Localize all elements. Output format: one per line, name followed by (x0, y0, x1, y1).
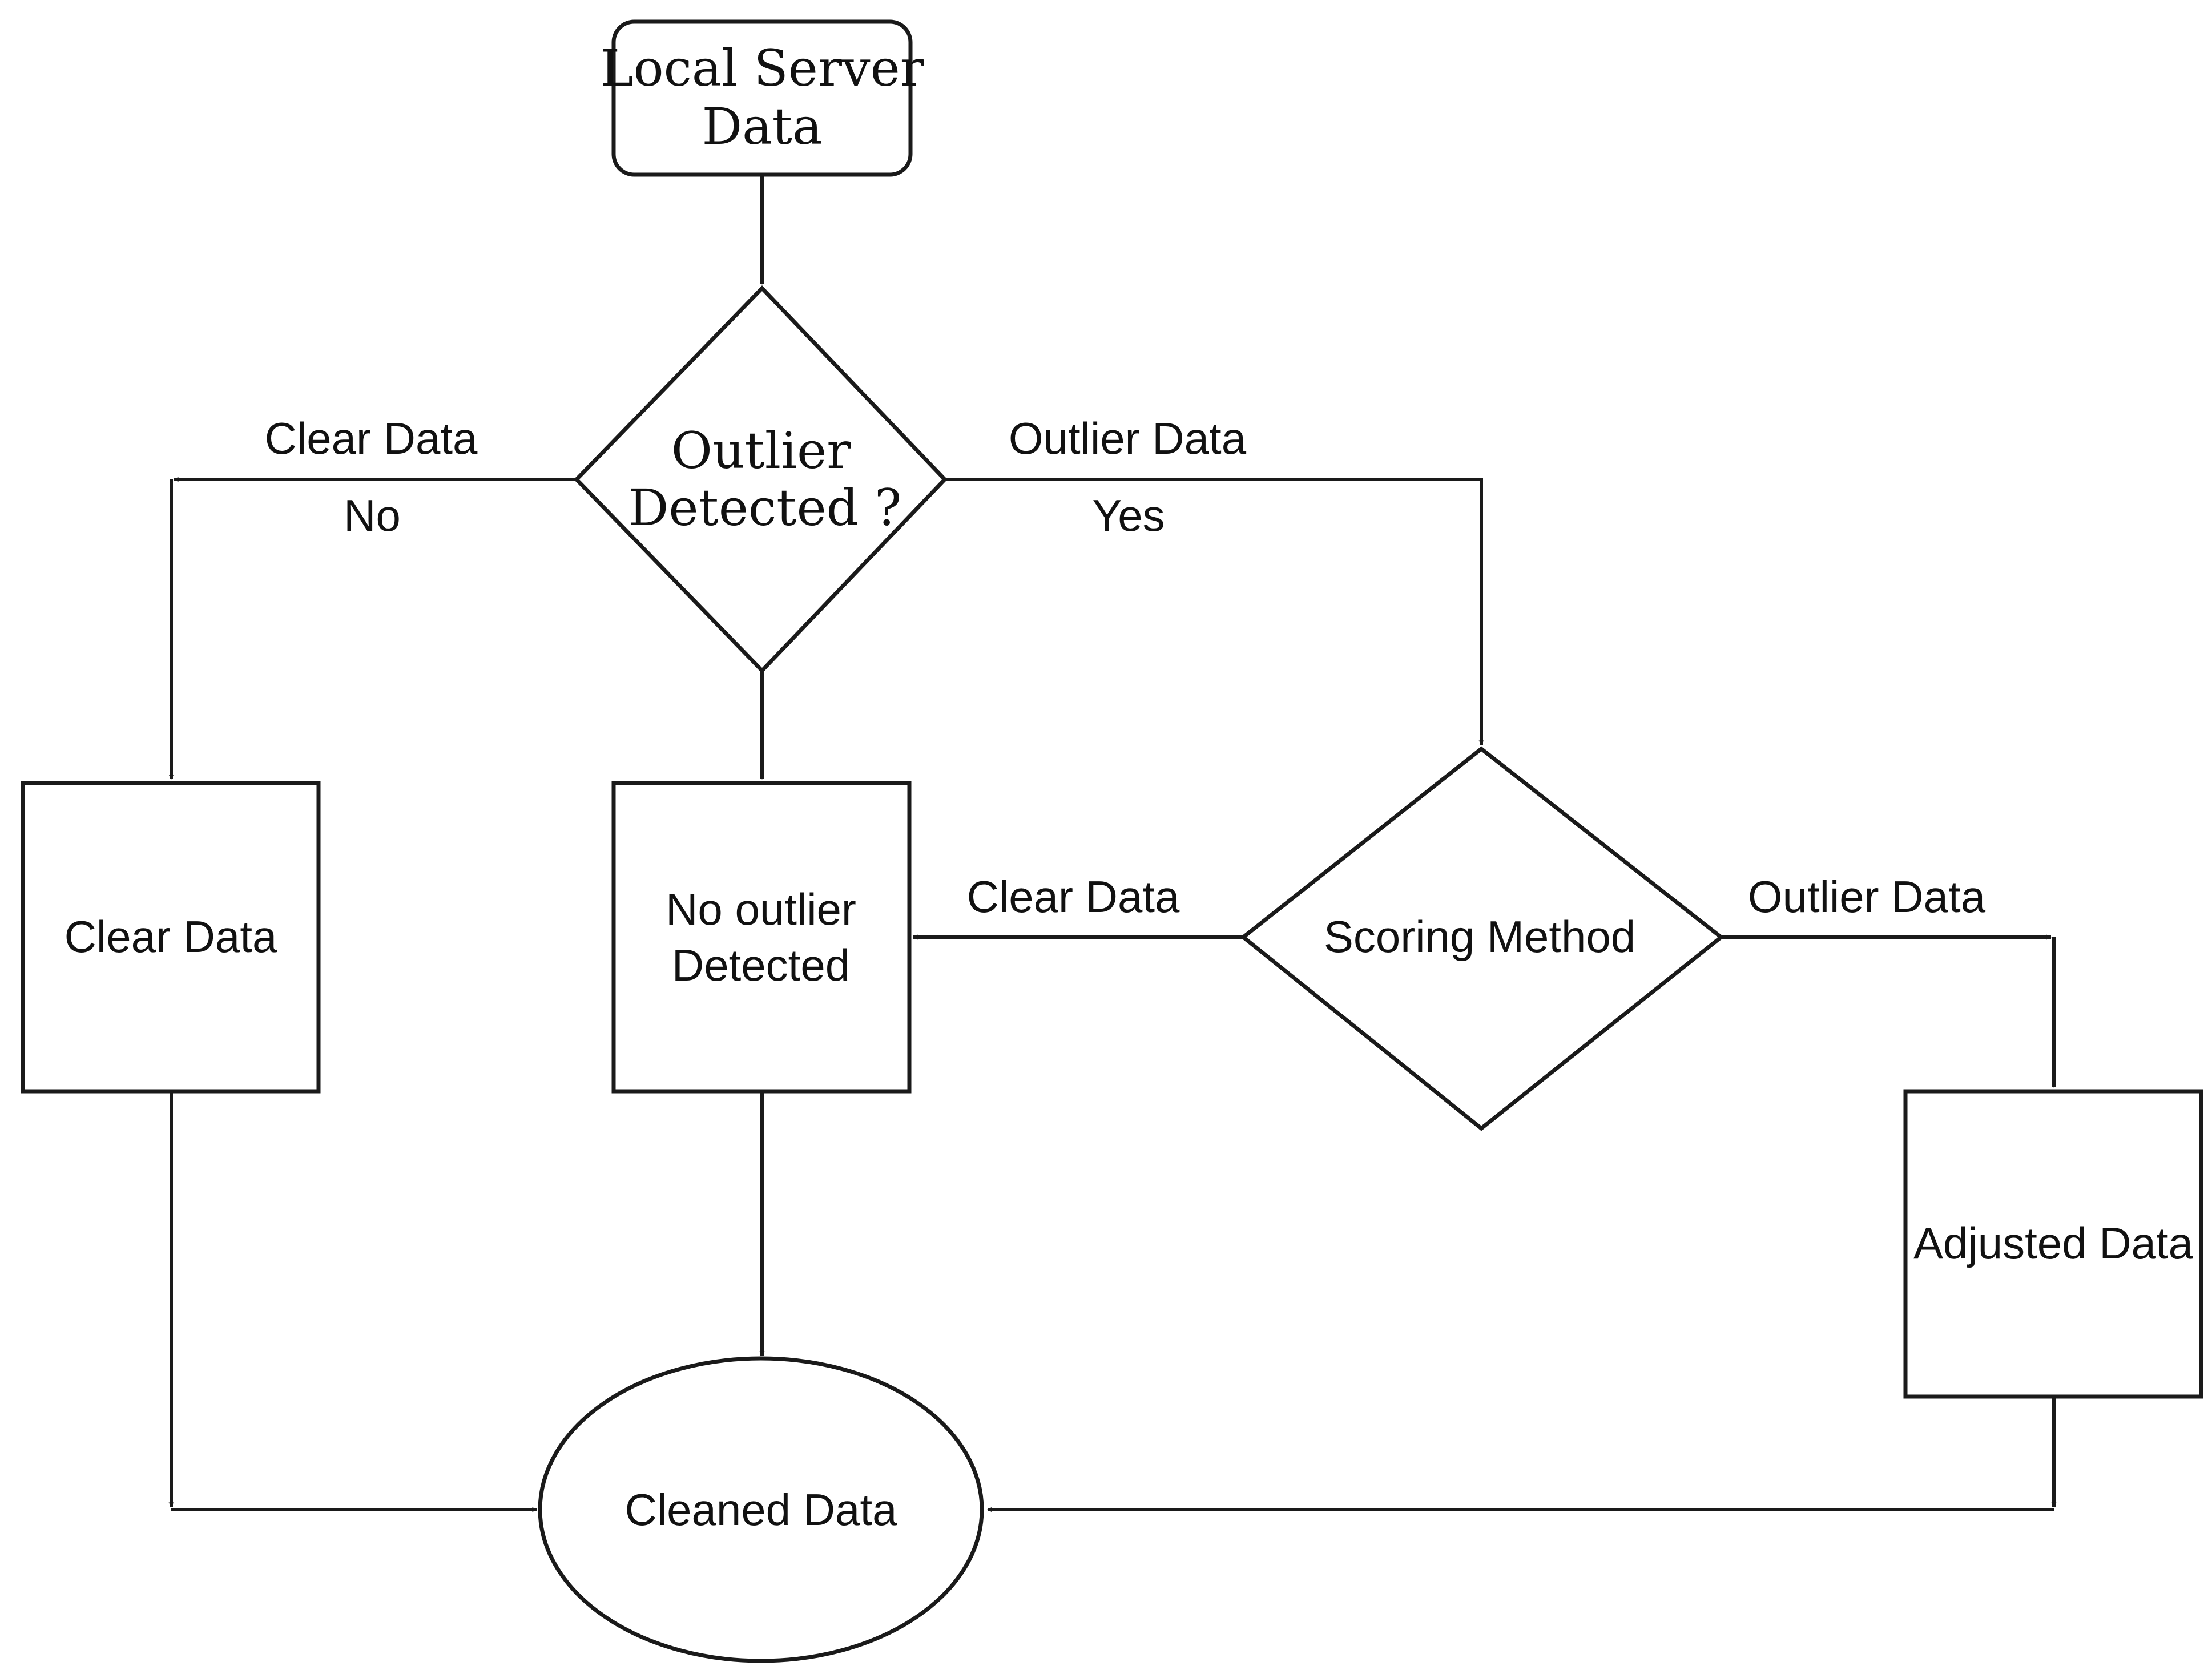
node-local-server-data: Local Server Data (600, 19, 925, 177)
node-no-outlier-line2: Detected (672, 940, 850, 990)
edge-decision-right (945, 478, 1484, 745)
node-cleaned-data-label: Cleaned Data (625, 1485, 898, 1535)
node-no-outlier-line1: No outlier (666, 884, 856, 934)
node-clear-data-box: Clear Data (21, 781, 321, 1094)
node-outlier-detected-line1: Outlier (671, 421, 852, 480)
node-scoring-method-decision: Scoring Method (1240, 746, 1725, 1131)
node-cleaned-data: Cleaned Data (538, 1356, 984, 1663)
node-scoring-method-label: Scoring Method (1324, 911, 1635, 962)
edge-labels: Clear Data No Outlier Data Yes Clear Dat… (265, 413, 1986, 922)
node-outlier-detected-decision: Outlier Detected ? (574, 285, 948, 674)
node-clear-data-label: Clear Data (65, 911, 277, 962)
edge-label-scoring-left: Clear Data (967, 872, 1180, 922)
edges (168, 176, 2057, 1512)
edge-label-left-bottom: No (344, 490, 401, 540)
edge-label-left-top: Clear Data (265, 413, 478, 463)
node-local-server-data-line2: Data (702, 97, 823, 156)
node-local-server-data-line1: Local Server (600, 39, 925, 98)
edge-label-scoring-right: Outlier Data (1748, 872, 1986, 922)
node-no-outlier-detected: No outlier Detected (611, 781, 912, 1094)
node-outlier-detected-line2: Detected ? (628, 478, 901, 537)
node-adjusted-data: Adjusted Data (1903, 1089, 2203, 1399)
edge-label-right-bottom: Yes (1092, 490, 1165, 540)
edge-label-right-top: Outlier Data (1009, 413, 1247, 463)
node-adjusted-data-label: Adjusted Data (1913, 1218, 2194, 1268)
